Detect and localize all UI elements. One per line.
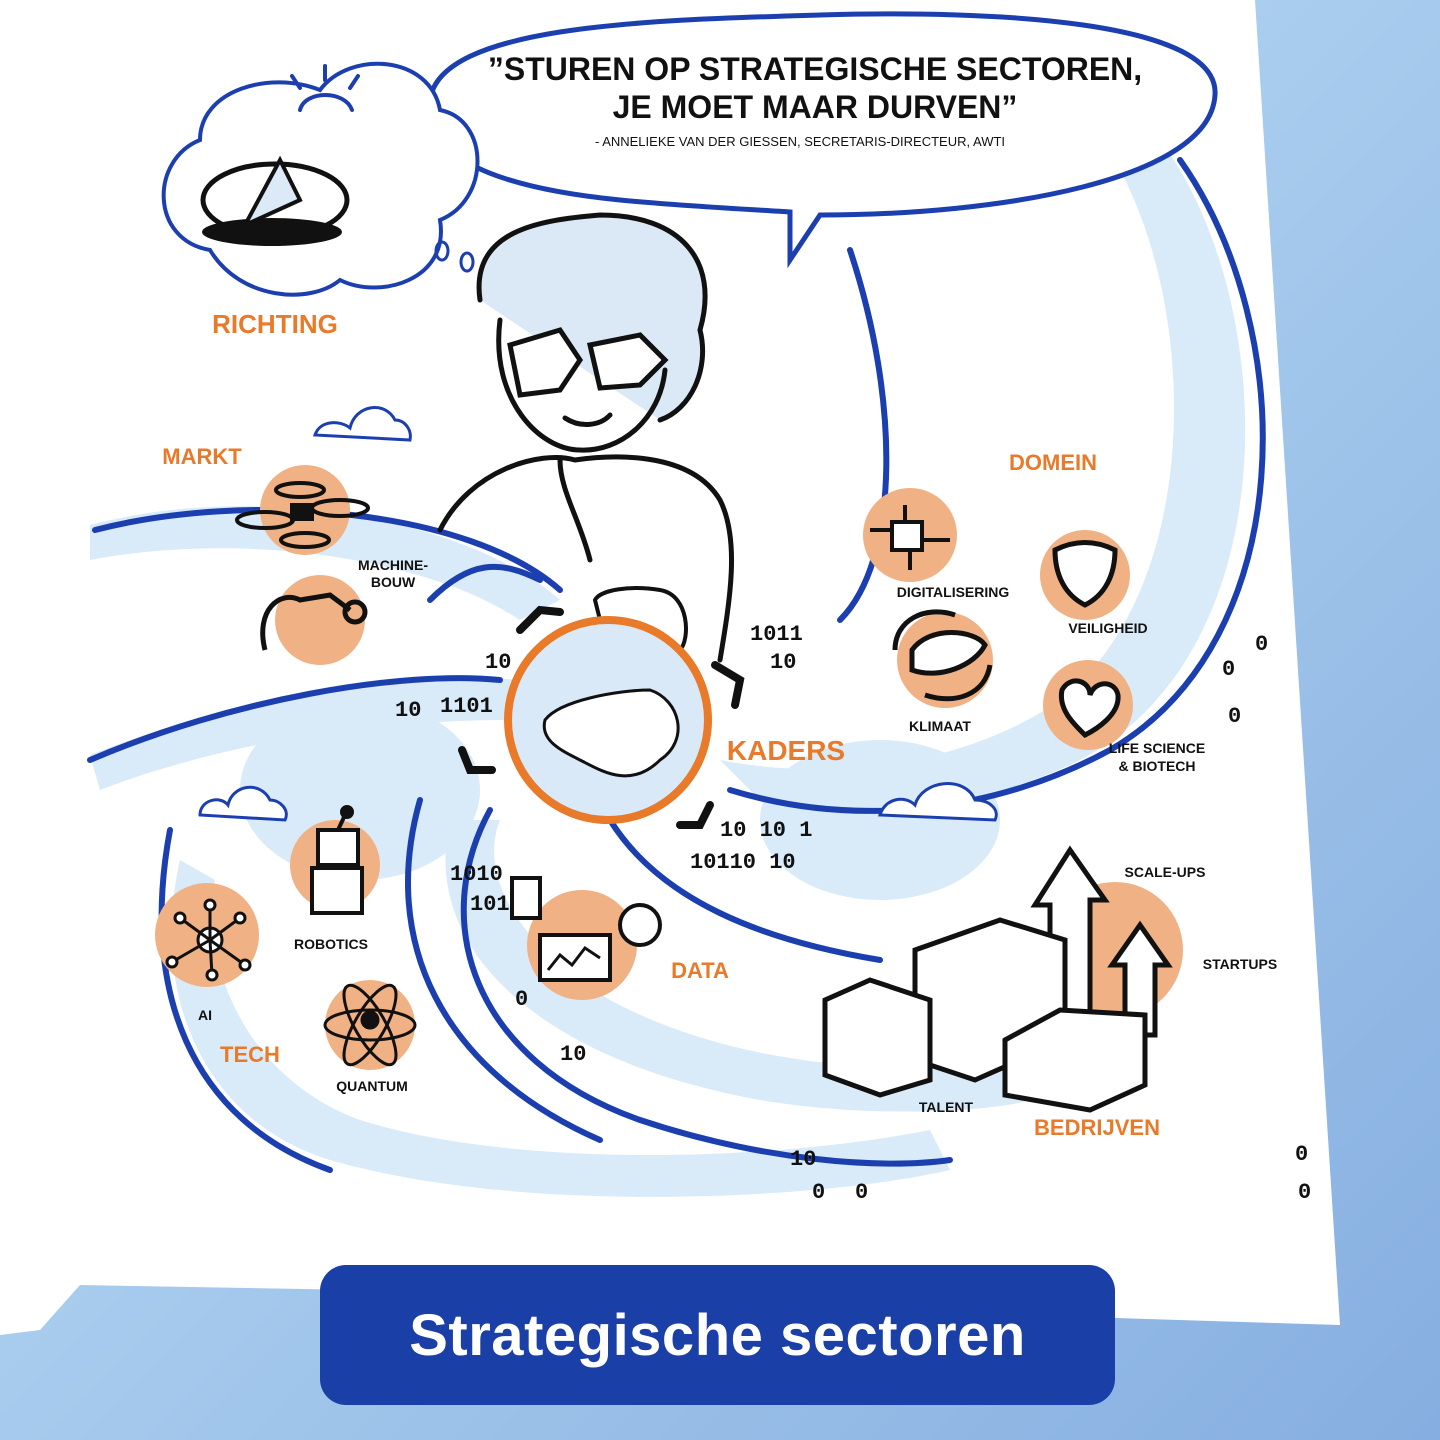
quote-attribution: - ANNELIEKE VAN DER GIESSEN, SECRETARIS-… xyxy=(595,134,1005,149)
drone-icon xyxy=(235,481,370,549)
robot-arm-icon xyxy=(260,592,368,651)
sun-icon xyxy=(290,64,360,112)
label-markt: MARKT xyxy=(162,444,242,469)
item-robotics: ROBOTICS xyxy=(294,936,368,952)
label-richting: RICHTING xyxy=(212,309,338,339)
compass-icon xyxy=(200,155,350,246)
chart-icon xyxy=(510,876,662,982)
quote-line-2: JE MOET MAAR DURVEN” xyxy=(613,89,1018,125)
title-banner: Strategische sectoren xyxy=(320,1265,1115,1405)
label-domein: DOMEIN xyxy=(1009,450,1097,475)
svg-text:0: 0 xyxy=(1298,1180,1311,1205)
speech-bubble xyxy=(426,11,1218,269)
svg-text:10: 10 xyxy=(790,1147,816,1172)
buildings-icon xyxy=(822,917,1148,1113)
item-machinebouw-2: BOUW xyxy=(371,574,416,590)
item-digitalisering: DIGITALISERING xyxy=(897,584,1010,600)
svg-text:10 10 1: 10 10 1 xyxy=(720,818,812,843)
svg-text:0: 0 xyxy=(515,987,528,1012)
chip-icon xyxy=(870,505,950,570)
svg-text:0: 0 xyxy=(1228,704,1241,729)
item-scaleups: SCALE-UPS xyxy=(1125,864,1206,880)
item-ai: AI xyxy=(198,1007,212,1023)
svg-text:0: 0 xyxy=(855,1180,868,1205)
svg-text:10: 10 xyxy=(770,650,796,675)
item-lifescience-2: & BIOTECH xyxy=(1119,758,1196,774)
svg-text:1101: 1101 xyxy=(440,694,493,719)
item-startups: STARTUPS xyxy=(1203,956,1277,972)
quote-line-1: ”STUREN OP STRATEGISCHE SECTOREN, xyxy=(488,51,1142,87)
label-tech: TECH xyxy=(220,1042,280,1067)
svg-text:0: 0 xyxy=(1255,632,1268,657)
svg-text:10110 10: 10110 10 xyxy=(690,850,796,875)
item-machinebouw-1: MACHINE- xyxy=(358,557,428,573)
svg-text:0: 0 xyxy=(1222,657,1235,682)
bracket-marks xyxy=(458,605,745,829)
item-talent: TALENT xyxy=(919,1099,974,1115)
banner-title: Strategische sectoren xyxy=(409,1302,1026,1368)
shield-icon xyxy=(1052,540,1118,608)
label-bedrijven: BEDRIJVEN xyxy=(1034,1115,1160,1140)
heart-icon xyxy=(1058,678,1121,739)
svg-text:10: 10 xyxy=(485,650,511,675)
svg-text:10: 10 xyxy=(395,698,421,723)
item-lifescience-1: LIFE SCIENCE xyxy=(1109,740,1205,756)
globe-icon xyxy=(504,616,712,824)
ai-network-icon xyxy=(165,898,252,982)
label-kaders: KADERS xyxy=(727,735,845,766)
person-illustration xyxy=(437,212,734,663)
small-clouds xyxy=(198,406,998,822)
robot-icon xyxy=(310,805,364,915)
thought-bubbles xyxy=(434,240,475,273)
svg-text:1011: 1011 xyxy=(750,622,803,647)
svg-text:1010: 1010 xyxy=(450,862,503,887)
item-klimaat: KLIMAAT xyxy=(909,718,971,734)
label-data: DATA xyxy=(671,958,729,983)
atom-icon xyxy=(323,983,417,1067)
svg-text:0: 0 xyxy=(1295,1142,1308,1167)
item-quantum: QUANTUM xyxy=(336,1078,408,1094)
svg-text:0: 0 xyxy=(812,1180,825,1205)
swirl-lines xyxy=(87,157,1266,1173)
leaf-cycle-icon xyxy=(892,609,993,702)
svg-text:10: 10 xyxy=(560,1042,586,1067)
item-veiligheid: VEILIGHEID xyxy=(1068,620,1147,636)
